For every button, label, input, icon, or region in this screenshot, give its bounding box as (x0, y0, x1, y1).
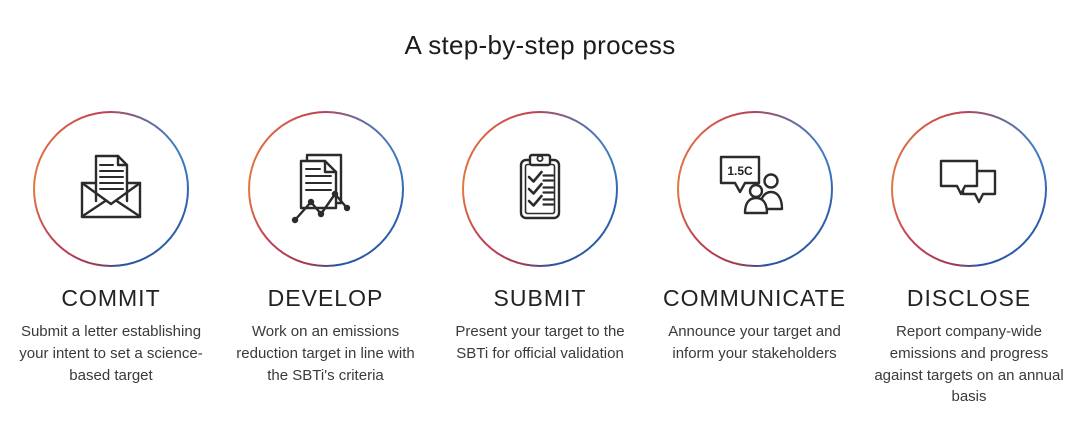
speech-bubbles-icon (939, 159, 997, 204)
step-title: DEVELOP (267, 285, 384, 311)
gradient-circle (33, 111, 189, 267)
step-develop: DEVELOP Work on an emissions reduction t… (225, 111, 427, 408)
step-description: Submit a letter establishing your intent… (19, 323, 203, 384)
step-description: Announce your target and inform your sta… (668, 323, 841, 362)
steps-row: COMMIT Submit a letter establishing your… (0, 111, 1080, 408)
speech-bubble-people-icon: 1.5C (719, 155, 783, 215)
step-title: SUBMIT (493, 285, 587, 311)
gradient-circle: 1.5C (676, 111, 833, 267)
step-title: DISCLOSE (906, 285, 1032, 311)
step-title: COMMUNICATE (662, 285, 847, 311)
page-title: A step-by-step process (404, 30, 676, 60)
step-communicate: 1.5C COMMUNICATE Announce your target an… (654, 111, 856, 408)
step-disclose: DISCLOSE Report company-wide emissions a… (868, 111, 1070, 408)
process-diagram: A step-by-step process COMMIT Submit a l… (0, 30, 1080, 438)
step-description: Present your target to the SBTi for offi… (455, 323, 625, 362)
gradient-circle (247, 111, 404, 267)
bubble-text: 1.5C (727, 164, 753, 178)
step-description: Report company-wide emissions and progre… (874, 323, 1064, 406)
gradient-circle (891, 111, 1047, 267)
step-submit: SUBMIT Present your target to the SBTi f… (439, 111, 641, 408)
envelope-letter-icon (80, 154, 142, 219)
clipboard-checklist-icon (519, 153, 561, 220)
step-description: Work on an emissions reduction target in… (236, 323, 415, 384)
documents-chart-icon (291, 153, 350, 224)
gradient-circle (462, 111, 618, 267)
step-commit: COMMIT Submit a letter establishing your… (10, 111, 212, 408)
step-title: COMMIT (61, 285, 161, 311)
